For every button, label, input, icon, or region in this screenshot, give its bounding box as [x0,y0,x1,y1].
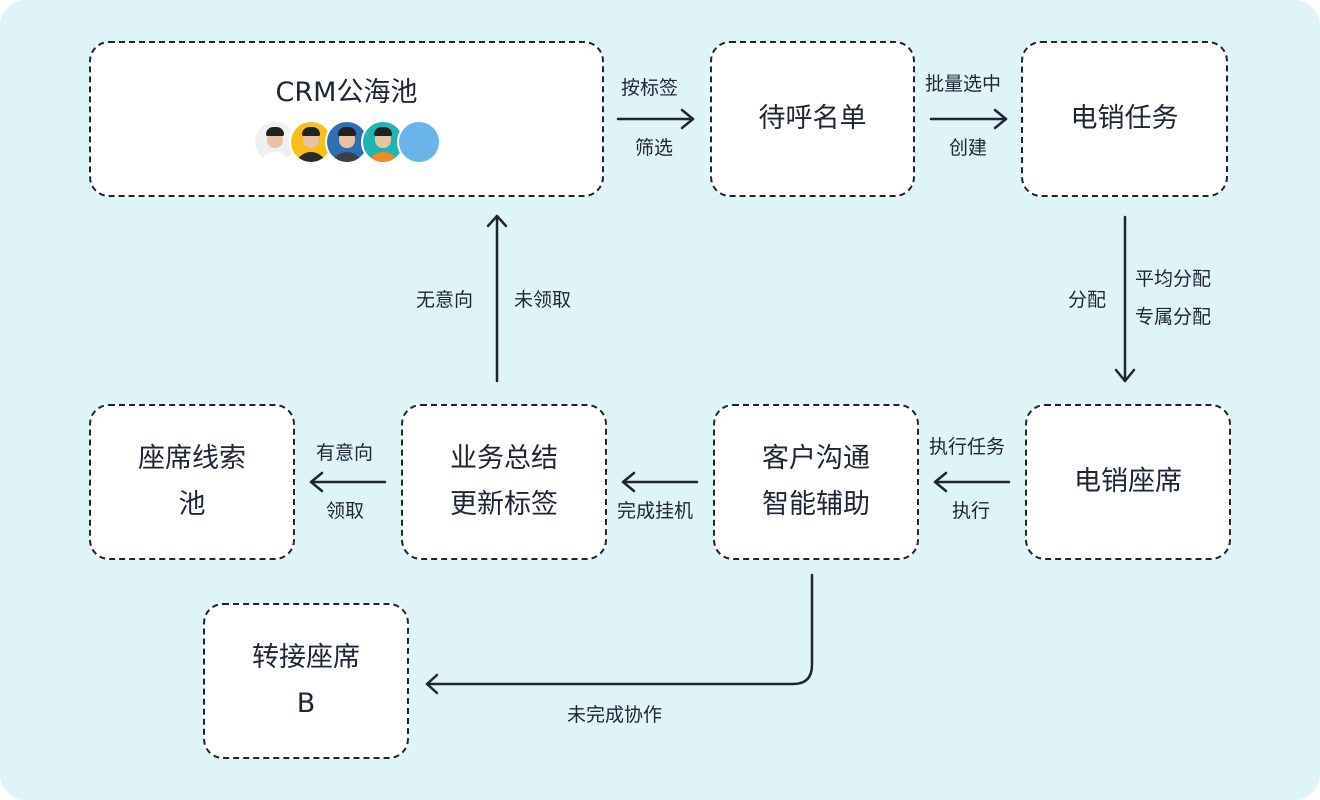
node-call-list[interactable]: 待呼名单 [710,41,915,197]
arrow-crm-to-call-list [616,108,695,130]
arrow-communication-to-summary [621,471,699,493]
avatar-3 [324,120,369,164]
avatar-body [294,152,327,162]
node-business-summary-line2: 更新标签 [450,489,558,520]
avatar-hair [301,127,320,136]
label-filter-by-tag-top: 按标签 [621,77,679,99]
label-unclaimed: 未领取 [514,289,572,311]
node-business-summary[interactable]: 业务总结 更新标签 [401,404,607,560]
avatar-4 [360,120,405,164]
label-batch-select-bottom: 创建 [949,137,988,159]
node-customer-communication[interactable]: 客户沟通 智能辅助 [713,404,919,560]
arrow-summary-to-lead-pool [309,471,387,493]
avatar-body [258,152,291,162]
node-customer-communication-line2: 智能辅助 [762,489,870,520]
label-filter-by-tag-bottom: 筛选 [635,137,674,159]
node-transfer-seat-line1: 转接座席 [252,642,360,673]
avatar-5 [396,120,441,164]
node-seat-lead-pool-line2: 池 [178,489,206,520]
arrow-seat-to-communication [933,471,1011,493]
label-execute-task: 执行任务 [929,436,1006,458]
arrow-summary-to-crm [486,214,508,383]
node-transfer-seat[interactable]: 转接座席 B [203,603,409,759]
node-telesales-seat[interactable]: 电销座席 [1025,404,1231,560]
node-customer-communication-line1: 客户沟通 [762,443,870,474]
label-collaboration-incomplete: 未完成协作 [567,704,663,726]
label-execute: 执行 [952,500,991,522]
avatar-body [366,152,399,162]
node-transfer-seat-line2: B [296,688,316,719]
arrow-communication-to-transfer [425,573,814,695]
label-no-intention: 无意向 [416,289,474,311]
node-telesales-task-label: 电销任务 [1070,103,1179,134]
node-seat-lead-pool[interactable]: 座席线索 池 [89,404,295,560]
label-batch-select-top: 批量选中 [925,73,1002,95]
avatar-hair [265,127,284,136]
label-assign: 分配 [1068,289,1107,311]
node-crm-pool-title: CRM公海池 [275,77,418,108]
avatar-hair [337,127,356,136]
avatar-hair [373,127,392,136]
node-business-summary-line1: 业务总结 [450,443,558,474]
label-even-assign: 平均分配 [1135,268,1212,290]
label-hang-up-complete: 完成挂机 [617,500,694,522]
label-intended: 有意向 [316,442,374,464]
node-telesales-seat-label: 电销座席 [1074,466,1182,497]
node-seat-lead-pool-line1: 座席线索 [138,443,246,474]
node-call-list-label: 待呼名单 [758,103,867,134]
label-claim: 领取 [326,500,365,522]
arrow-task-to-seat [1114,215,1136,383]
arrow-call-list-to-task [929,108,1008,130]
avatar-group [252,119,441,165]
label-exclusive-assign: 专属分配 [1135,306,1212,328]
avatar-body [330,152,363,162]
node-crm-pool[interactable]: CRM公海池 [89,41,604,197]
node-telesales-task[interactable]: 电销任务 [1021,41,1228,197]
